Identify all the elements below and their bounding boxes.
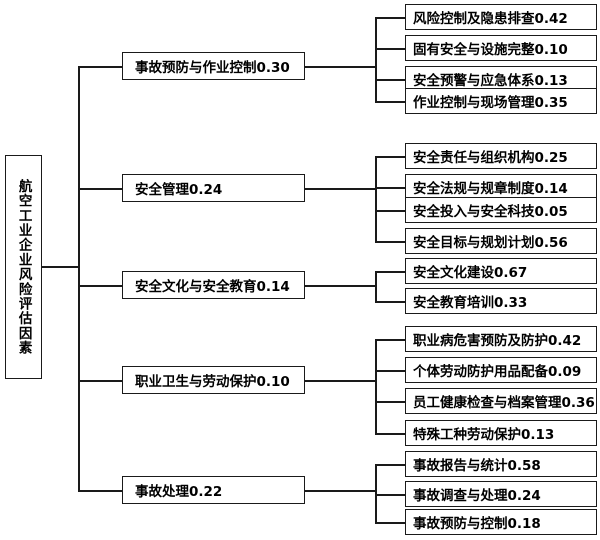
connector-group-0-trunk xyxy=(375,17,377,102)
connector-leaf-1-2 xyxy=(375,210,406,212)
connector-leaf-1-3 xyxy=(375,241,406,243)
connector-root-stub xyxy=(42,266,79,268)
leaf-node-3-0[interactable]: 职业病危害预防及防护0.42 xyxy=(405,326,597,352)
connector-branch-1-out xyxy=(305,188,376,190)
connector-leaf-4-0 xyxy=(375,464,406,466)
leaf-node-2-1[interactable]: 安全教育培训0.33 xyxy=(405,288,597,314)
connector-leaf-3-3 xyxy=(375,433,406,435)
connector-branch-4-out xyxy=(305,490,376,492)
leaf-node-1-3[interactable]: 安全目标与规划计划0.56 xyxy=(405,228,597,254)
leaf-node-0-3[interactable]: 作业控制与现场管理0.35 xyxy=(405,88,597,114)
leaf-node-0-0[interactable]: 风险控制及隐患排查0.42 xyxy=(405,4,597,30)
connector-group-1-trunk xyxy=(375,156,377,241)
connector-leaf-0-2 xyxy=(375,79,406,81)
leaf-node-1-0[interactable]: 安全责任与组织机构0.25 xyxy=(405,143,597,169)
connector-branch-2-stub xyxy=(78,285,123,287)
leaf-node-4-0[interactable]: 事故报告与统计0.58 xyxy=(405,451,597,477)
connector-leaf-4-2 xyxy=(375,522,406,524)
connector-leaf-4-1 xyxy=(375,494,406,496)
connector-branch-0-out xyxy=(305,66,376,68)
leaf-node-4-1[interactable]: 事故调查与处理0.24 xyxy=(405,481,597,507)
connector-leaf-0-1 xyxy=(375,48,406,50)
leaf-node-0-1[interactable]: 固有安全与设施完整0.10 xyxy=(405,35,597,61)
leaf-node-3-1[interactable]: 个体劳动防护用品配备0.09 xyxy=(405,357,597,383)
connector-group-4-trunk xyxy=(375,464,377,522)
connector-branch-3-out xyxy=(305,380,376,382)
connector-leaf-2-0 xyxy=(375,271,406,273)
branch-node-1[interactable]: 安全管理0.24 xyxy=(122,174,305,202)
leaf-node-3-3[interactable]: 特殊工种劳动保护0.13 xyxy=(405,420,597,446)
branch-node-4[interactable]: 事故处理0.22 xyxy=(122,476,305,504)
leaf-node-0-2[interactable]: 安全预警与应急体系0.13 xyxy=(405,66,597,92)
connector-leaf-1-0 xyxy=(375,156,406,158)
connector-branch-4-stub xyxy=(78,490,123,492)
connector-leaf-3-2 xyxy=(375,401,406,403)
leaf-node-4-2[interactable]: 事故预防与控制0.18 xyxy=(405,509,597,535)
connector-branch-0-stub xyxy=(78,66,123,68)
connector-group-2-trunk xyxy=(375,271,377,301)
connector-leaf-0-0 xyxy=(375,17,406,19)
connector-leaf-3-1 xyxy=(375,370,406,372)
connector-leaf-0-3 xyxy=(375,101,406,103)
leaf-node-2-0[interactable]: 安全文化建设0.67 xyxy=(405,258,597,284)
branch-node-2[interactable]: 安全文化与安全教育0.14 xyxy=(122,271,305,299)
branch-node-0[interactable]: 事故预防与作业控制0.30 xyxy=(122,52,305,80)
connector-branch-3-stub xyxy=(78,380,123,382)
connector-group-3-trunk xyxy=(375,339,377,433)
connector-level2-trunk xyxy=(78,66,80,491)
connector-leaf-2-1 xyxy=(375,301,406,303)
branch-node-3[interactable]: 职业卫生与劳动保护0.10 xyxy=(122,366,305,394)
connector-leaf-1-1 xyxy=(375,187,406,189)
leaf-node-1-2[interactable]: 安全投入与安全科技0.05 xyxy=(405,197,597,223)
leaf-node-3-2[interactable]: 员工健康检查与档案管理0.36 xyxy=(405,388,597,414)
connector-branch-2-out xyxy=(305,285,376,287)
connector-branch-1-stub xyxy=(78,188,123,190)
root-node[interactable]: 航空工业企业风险评估因素 xyxy=(5,155,42,379)
connector-leaf-3-0 xyxy=(375,339,406,341)
